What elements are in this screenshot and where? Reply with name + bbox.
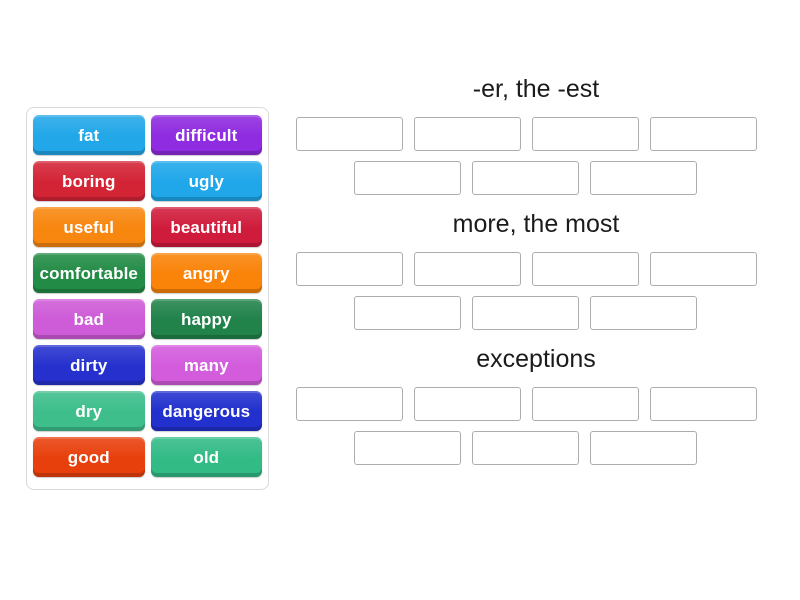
- word-tile[interactable]: difficult: [150, 115, 262, 155]
- drop-slot[interactable]: [472, 296, 579, 330]
- word-tile[interactable]: bad: [33, 299, 145, 339]
- drop-slot[interactable]: [532, 117, 639, 151]
- drop-slot[interactable]: [650, 117, 757, 151]
- word-tile-label: useful: [63, 217, 115, 237]
- drop-slot[interactable]: [472, 431, 579, 465]
- word-tile-label: old: [193, 447, 220, 467]
- word-tiles-grid: fat difficult boring ugly useful beautiful com…: [33, 115, 262, 477]
- word-tile[interactable]: dirty: [33, 345, 145, 385]
- drop-slot[interactable]: [414, 252, 521, 286]
- word-tile-label: good: [67, 447, 110, 467]
- drop-slot-row: [296, 161, 776, 195]
- word-tile[interactable]: many: [150, 345, 262, 385]
- word-tile-label: fat: [78, 125, 100, 145]
- drop-slot[interactable]: [354, 431, 461, 465]
- drop-slot[interactable]: [650, 252, 757, 286]
- drop-slot[interactable]: [590, 431, 697, 465]
- drop-slot[interactable]: [296, 117, 403, 151]
- word-tile-label: dry: [75, 401, 103, 421]
- category-title: -er, the -est: [472, 75, 600, 103]
- word-tile-label: many: [183, 355, 229, 375]
- category-group: -er, the -est: [296, 74, 776, 195]
- drop-slot[interactable]: [354, 161, 461, 195]
- word-tile-label: dangerous: [162, 401, 251, 421]
- word-tile[interactable]: fat: [33, 115, 145, 155]
- word-tile[interactable]: beautiful: [150, 207, 262, 247]
- drop-slot-row: [296, 387, 776, 421]
- category-title: more, the most: [452, 210, 620, 238]
- word-tile[interactable]: ugly: [150, 161, 262, 201]
- word-tile[interactable]: boring: [33, 161, 145, 201]
- drop-slot[interactable]: [590, 161, 697, 195]
- word-tile[interactable]: happy: [150, 299, 262, 339]
- word-tile-label: difficult: [175, 125, 238, 145]
- category-title: exceptions: [476, 345, 596, 373]
- drop-slot[interactable]: [650, 387, 757, 421]
- word-tile-label: boring: [62, 171, 116, 191]
- drop-slot-row: [296, 431, 776, 465]
- word-tile-label: ugly: [188, 171, 224, 191]
- word-tile[interactable]: comfortable: [33, 253, 145, 293]
- word-tile[interactable]: useful: [33, 207, 145, 247]
- word-tile-label: dirty: [70, 355, 108, 375]
- word-tile-label: angry: [182, 263, 230, 283]
- word-tile[interactable]: good: [33, 437, 145, 477]
- category-group: exceptions: [296, 344, 776, 465]
- drop-slot-row: [296, 252, 776, 286]
- word-tile-label: bad: [73, 309, 105, 329]
- drop-slot[interactable]: [354, 296, 461, 330]
- word-tile[interactable]: angry: [150, 253, 262, 293]
- drop-slot[interactable]: [296, 252, 403, 286]
- drop-slot-row: [296, 296, 776, 330]
- drop-slot[interactable]: [532, 387, 639, 421]
- drop-slot[interactable]: [532, 252, 639, 286]
- drop-slot[interactable]: [590, 296, 697, 330]
- drop-slot-row: [296, 117, 776, 151]
- category-group: more, the most: [296, 209, 776, 330]
- drop-slot[interactable]: [414, 117, 521, 151]
- drop-slot[interactable]: [414, 387, 521, 421]
- drop-slot[interactable]: [472, 161, 579, 195]
- word-tile[interactable]: dangerous: [150, 391, 262, 431]
- word-tile-label: beautiful: [170, 217, 243, 237]
- word-tile-label: happy: [180, 309, 232, 329]
- drop-slot[interactable]: [296, 387, 403, 421]
- word-tile-label: comfortable: [39, 263, 138, 283]
- word-tiles-tray: fat difficult boring ugly useful beautiful com…: [26, 107, 269, 490]
- word-tile[interactable]: dry: [33, 391, 145, 431]
- word-tile[interactable]: old: [150, 437, 262, 477]
- category-groups: -er, the -est more, the most exceptions: [296, 74, 776, 479]
